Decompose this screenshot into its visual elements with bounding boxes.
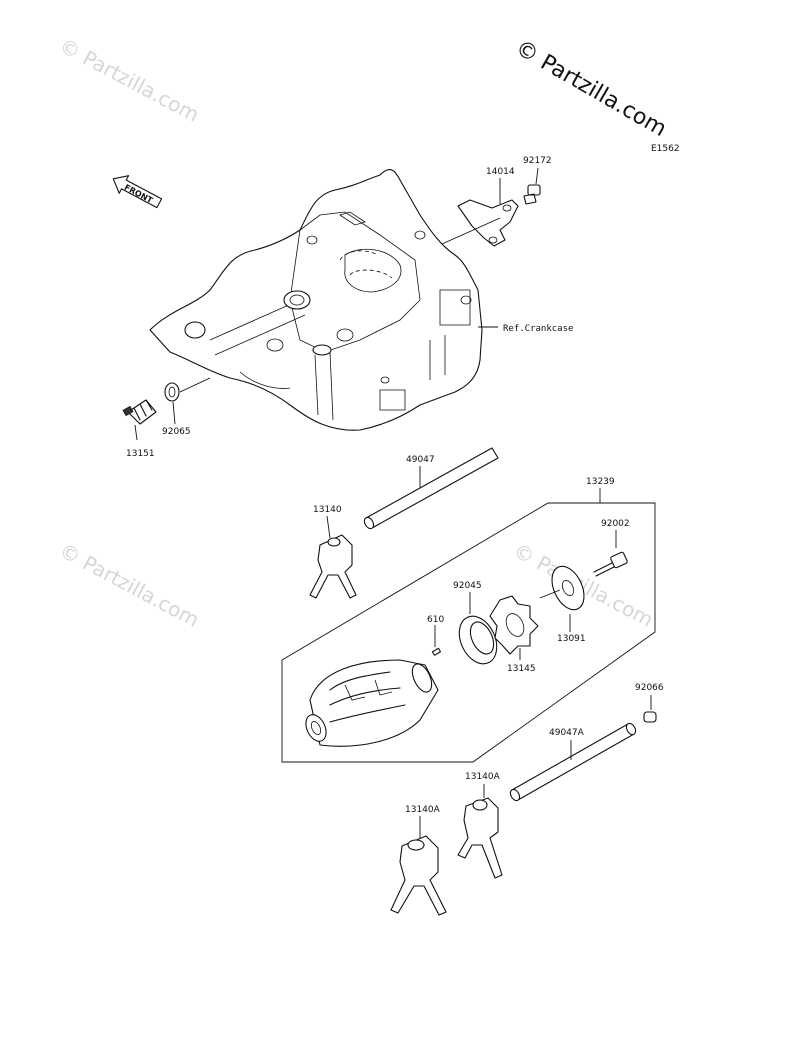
part-labels: 92172 14014 Ref.Crankcase 13151 92065 49…	[126, 156, 664, 815]
watermark: © Partzilla.com	[56, 33, 204, 127]
part-92002-bolt	[593, 551, 628, 577]
label-14014[interactable]: 14014	[486, 167, 515, 177]
part-92045-bearing	[458, 615, 498, 665]
label-13145[interactable]: 13145	[507, 664, 536, 674]
label-92045[interactable]: 92045	[453, 581, 482, 591]
label-610[interactable]: 610	[427, 615, 444, 625]
brand-copyright: © Partzilla.com	[511, 36, 671, 143]
label-92002[interactable]: 92002	[601, 519, 630, 529]
part-92066-cap	[643, 711, 657, 723]
part-610-pin	[431, 647, 442, 656]
part-13140A-fork-lower	[390, 835, 447, 916]
assembly-bracket-13239	[281, 502, 656, 763]
part-92172-bolt	[523, 184, 541, 205]
part-49047-shaft	[363, 447, 499, 530]
label-49047[interactable]: 49047	[406, 455, 435, 465]
front-arrow: FRONT	[112, 175, 163, 209]
part-49047A-shaft	[509, 722, 637, 802]
label-13140[interactable]: 13140	[313, 505, 342, 515]
part-13140A-fork-upper	[457, 797, 503, 879]
label-ref-crankcase[interactable]: Ref.Crankcase	[503, 324, 573, 334]
leader-lines	[134, 167, 652, 838]
part-13091-plate	[551, 565, 585, 611]
part-13239-shift-drum	[305, 659, 439, 747]
watermark: © Partzilla.com	[510, 538, 658, 632]
part-13151-sensor	[122, 399, 157, 425]
label-49047A[interactable]: 49047A	[549, 728, 585, 738]
label-92066[interactable]: 92066	[635, 683, 664, 693]
front-arrow-shape	[112, 175, 163, 209]
diagram-code: E1562	[651, 144, 680, 154]
label-92065[interactable]: 92065	[162, 427, 191, 437]
part-92065-washer	[164, 382, 180, 402]
label-13091[interactable]: 13091	[557, 634, 586, 644]
label-13140A-upper[interactable]: 13140A	[465, 772, 501, 782]
crankcase-illustration	[149, 169, 483, 431]
watermark: © Partzilla.com	[56, 538, 204, 632]
label-92172[interactable]: 92172	[523, 156, 552, 166]
part-13140-fork	[309, 534, 357, 599]
label-13239[interactable]: 13239	[586, 477, 615, 487]
part-13145-star	[489, 595, 539, 655]
label-13151[interactable]: 13151	[126, 449, 155, 459]
label-13140A-lower[interactable]: 13140A	[405, 805, 441, 815]
